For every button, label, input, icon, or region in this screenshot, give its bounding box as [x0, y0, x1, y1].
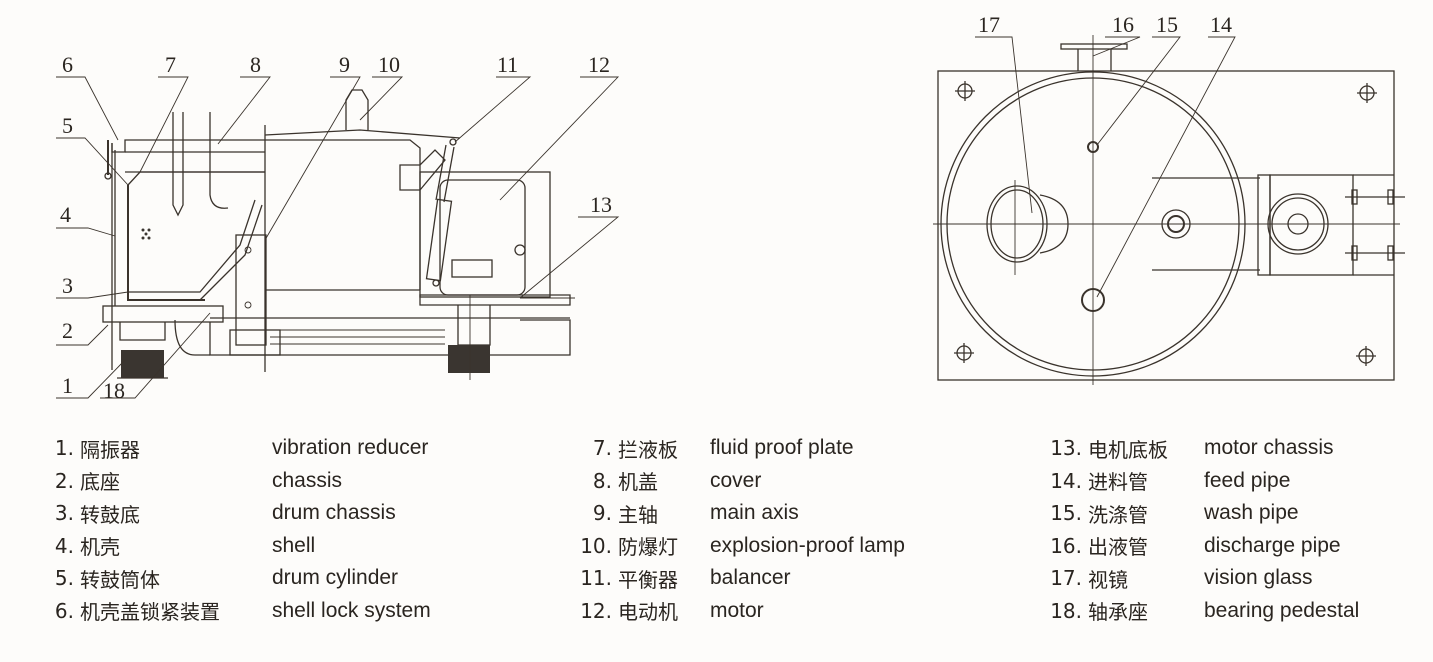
legend-number: 3.: [54, 501, 74, 526]
legend-english: shell lock system: [272, 598, 431, 622]
legend-english: drum chassis: [272, 501, 396, 525]
legend-item: 7.拦液板 fluid proof plate: [580, 432, 905, 465]
legend-chinese: 平衡器: [618, 567, 678, 592]
callout-4: 4: [60, 202, 71, 227]
legend-number: 9.: [592, 501, 612, 526]
legend-english: vibration reducer: [272, 436, 429, 460]
legend-chinese: 机盖: [618, 470, 658, 495]
legend-number: 10.: [580, 533, 612, 558]
legend-chinese: 主轴: [618, 502, 658, 527]
legend-english: cover: [710, 468, 762, 492]
legend-english: drum cylinder: [272, 566, 399, 590]
legend-chinese: 防爆灯: [618, 535, 678, 560]
legend-number: 18.: [1050, 598, 1082, 623]
callout-16: 16: [1112, 12, 1134, 37]
legend-number: 7.: [592, 436, 612, 461]
callout-12: 12: [588, 52, 610, 77]
callout-1: 1: [62, 373, 73, 398]
legend-english: vision glass: [1204, 566, 1313, 590]
callout-9: 9: [339, 52, 350, 77]
legend-item: 18.轴承座 bearing pedestal: [1050, 595, 1359, 628]
legend-number: 14.: [1050, 468, 1082, 493]
callout-10: 10: [378, 52, 400, 77]
legend-item: 4.机壳 shell: [50, 530, 431, 563]
callout-8: 8: [250, 52, 261, 77]
legend-item: 13.电机底板 motor chassis: [1050, 432, 1359, 465]
legend-chinese: 出液管: [1088, 535, 1148, 560]
side-view-callouts: 6 7 8 9 10 11 12 5 4 13 3 2 1 18: [60, 52, 612, 403]
legend-chinese: 机壳盖锁紧装置: [80, 600, 220, 625]
callout-6: 6: [62, 52, 73, 77]
legend-column-3: 13.电机底板 motor chassis 14.进料管 feed pipe 15.…: [1050, 432, 1359, 627]
legend-number: 12.: [580, 598, 612, 623]
legend-english: bearing pedestal: [1204, 598, 1360, 622]
legend-english: balancer: [710, 566, 791, 590]
legend-english: explosion-proof lamp: [710, 533, 905, 557]
legend-number: 4.: [54, 533, 74, 558]
legend-item: 5.转鼓筒体 drum cylinder: [50, 562, 431, 595]
callout-13: 13: [590, 192, 612, 217]
callout-2: 2: [62, 318, 73, 343]
legend-column-2: 7.拦液板 fluid proof plate 8.机盖 cover 9.主轴 mai…: [580, 432, 905, 627]
legend-item: 17.视镜 vision glass: [1050, 562, 1359, 595]
legend-english: wash pipe: [1204, 501, 1299, 525]
side-view-leaders: [56, 76, 620, 399]
legend-item: 15.洗涤管 wash pipe: [1050, 497, 1359, 530]
legend-chinese: 转鼓筒体: [80, 567, 160, 592]
legend-chinese: 电动机: [618, 600, 678, 625]
legend-english: discharge pipe: [1204, 533, 1341, 557]
legend-number: 11.: [580, 566, 612, 591]
legend-item: 3.转鼓底 drum chassis: [50, 497, 431, 530]
legend-chinese: 电机底板: [1088, 437, 1168, 462]
legend-item: 14.进料管 feed pipe: [1050, 465, 1359, 498]
legend-item: 12.电动机 motor: [580, 595, 905, 628]
legend-number: 6.: [54, 598, 74, 623]
legend-chinese: 拦液板: [618, 437, 678, 462]
legend-item: 1.隔振器 vibration reducer: [50, 432, 431, 465]
legend-english: shell: [272, 533, 316, 557]
legend-number: 1.: [54, 436, 74, 461]
legend-item: 11.平衡器 balancer: [580, 562, 905, 595]
legend-number: 5.: [54, 566, 74, 591]
callout-17: 17: [978, 12, 1000, 37]
top-view-drawing: [933, 35, 1405, 385]
legend-item: 6.机壳盖锁紧装置 shell lock system: [50, 595, 431, 628]
legend-item: 9.主轴 main axis: [580, 497, 905, 530]
legend-english: motor: [710, 598, 764, 622]
legend-number: 17.: [1050, 566, 1082, 591]
legend-chinese: 轴承座: [1088, 600, 1148, 625]
legend-chinese: 转鼓底: [80, 502, 140, 527]
side-view-drawing: [102, 89, 575, 380]
callout-15: 15: [1156, 12, 1178, 37]
callout-14: 14: [1210, 12, 1232, 37]
legend-item: 8.机盖 cover: [580, 465, 905, 498]
legend-chinese: 视镜: [1088, 567, 1128, 592]
legend-number: 2.: [54, 468, 74, 493]
callout-3: 3: [62, 273, 73, 298]
legend-number: 13.: [1050, 436, 1082, 461]
legend-number: 15.: [1050, 501, 1082, 526]
legend-number: 16.: [1050, 533, 1082, 558]
legend-chinese: 隔振器: [80, 437, 140, 462]
legend-chinese: 进料管: [1088, 470, 1148, 495]
legend-english: fluid proof plate: [710, 436, 854, 460]
legend-item: 2.底座 chassis: [50, 465, 431, 498]
legend-english: main axis: [710, 501, 799, 525]
legend-english: motor chassis: [1204, 436, 1334, 460]
legend-item: 16.出液管 discharge pipe: [1050, 530, 1359, 563]
callout-7: 7: [165, 52, 176, 77]
legend-column-1: 1.隔振器 vibration reducer 2.底座 chassis 3.转鼓底…: [50, 432, 431, 627]
callout-11: 11: [497, 52, 518, 77]
legend-chinese: 底座: [80, 470, 120, 495]
legend-item: 10.防爆灯 explosion-proof lamp: [580, 530, 905, 563]
top-view-leaders: [975, 36, 1236, 298]
callout-18: 18: [103, 378, 125, 403]
legend-number: 8.: [592, 468, 612, 493]
callout-5: 5: [62, 113, 73, 138]
legend-chinese: 洗涤管: [1088, 502, 1148, 527]
legend-english: feed pipe: [1204, 468, 1291, 492]
legend-english: chassis: [272, 468, 343, 492]
legend-chinese: 机壳: [80, 535, 120, 560]
top-view-callouts: 17 16 15 14: [978, 12, 1232, 37]
